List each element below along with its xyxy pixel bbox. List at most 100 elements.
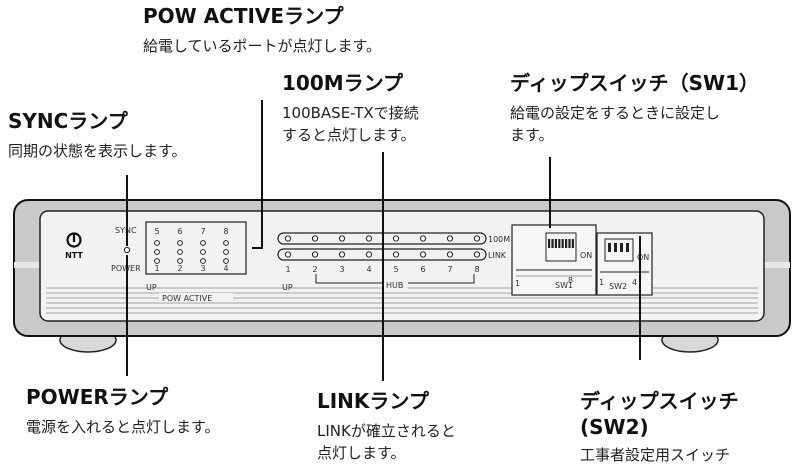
pow-port-number: 4 [223, 264, 228, 273]
m100-lamp [365, 235, 373, 242]
sw1-toggle [571, 239, 574, 248]
port-number: 8 [474, 265, 479, 274]
dip-switch-sw1: ON 1 SW1 8 [511, 224, 597, 296]
sw2-toggle [620, 243, 623, 252]
pow-active-callout: POW ACTIVEランプ 給電しているポートが点灯します。 [143, 3, 381, 57]
front-panel [39, 210, 765, 322]
sw1-toggle [565, 239, 568, 248]
dip1-callout: ディップスイッチ（SW1） 給電の設定をするときに設定し ます。 [510, 70, 759, 146]
port-up-label: UP [282, 283, 293, 292]
port-number: 6 [420, 265, 425, 274]
link-lamp [392, 251, 400, 258]
sw1-toggle [558, 239, 561, 248]
link-lamp [473, 251, 481, 258]
sync-label: SYNC [115, 226, 137, 235]
sw2-toggle [614, 243, 617, 252]
ntt-logo: NTT [65, 232, 83, 260]
pow-active-lamp [200, 240, 206, 246]
pow-active-lamp [177, 258, 183, 264]
sync-lamp [123, 246, 131, 254]
leader-lines [126, 100, 641, 381]
sw2-label: SW2 [609, 282, 627, 291]
dip1-desc-line2: ます。 [510, 126, 554, 144]
m100-lamp [338, 235, 346, 242]
pow-port-number: 8 [223, 227, 228, 236]
link-desc-line1: LINKが確立されると [317, 422, 456, 440]
pow-active-lamp [200, 258, 206, 264]
m100-callout: 100Mランプ 100BASE-TXで接続 すると点灯します。 [282, 70, 419, 146]
dip2-title-line2: (SW2) [580, 415, 649, 439]
dip1-title: ディップスイッチ（SW1） [510, 71, 759, 95]
power-callout: POWERランプ 電源を入れると点灯します。 [26, 384, 220, 438]
dip2-callout: ディップスイッチ (SW2) 工事者設定用スイッチ [580, 388, 739, 466]
pow-active-lamp [223, 249, 229, 255]
pow-active-lamp [154, 258, 160, 264]
sw1-end-num: 8 [568, 276, 573, 285]
m100-lamp [473, 235, 481, 242]
sw1-label: SW1 [555, 281, 573, 290]
dip1-desc-line1: 給電の設定をするときに設定し [510, 104, 721, 122]
logo-text: NTT [65, 251, 83, 260]
dip-switch-sw2: ON 1 SW2 4 [596, 232, 653, 296]
dip2-desc: 工事者設定用スイッチ [580, 446, 731, 464]
sync-title: SYNCランプ [8, 109, 128, 133]
link-desc-line2: 点灯します。 [317, 444, 406, 462]
link-lamp [446, 251, 454, 258]
port-number: 3 [339, 265, 344, 274]
link-lamp [365, 251, 373, 258]
pow-port-number: 1 [154, 264, 159, 273]
m100-title: 100Mランプ [282, 71, 404, 95]
sw2-end-num: 4 [632, 278, 637, 287]
link-lamp [284, 251, 292, 258]
port-number: 4 [366, 265, 371, 274]
pow-port-number: 2 [177, 264, 182, 273]
link-lamp [311, 251, 319, 258]
dip2-title-line1: ディップスイッチ [580, 389, 739, 413]
port-number: 5 [393, 265, 398, 274]
pow-active-lamp [154, 249, 160, 255]
pow-port-number: 6 [177, 227, 182, 236]
pow-active-title: POW ACTIVEランプ [143, 4, 344, 28]
m100-lamp [284, 235, 292, 242]
m100-lamp [446, 235, 454, 242]
link-title: LINKランプ [317, 389, 429, 413]
power-desc: 電源を入れると点灯します。 [26, 418, 220, 436]
m100-desc-line1: 100BASE-TXで接続 [282, 104, 419, 122]
sw2-start-num: 1 [599, 278, 604, 287]
sw1-on-label: ON [580, 251, 592, 260]
pow-active-desc: 給電しているポートが点灯します。 [143, 37, 382, 55]
pow-port-number: 3 [200, 264, 205, 273]
port-number: 2 [312, 265, 317, 274]
pow-active-lamp [177, 240, 183, 246]
m100-lamp [311, 235, 319, 242]
m100-lamp [419, 235, 427, 242]
port-number: 7 [447, 265, 452, 274]
pow-active-box [145, 221, 247, 275]
sync-desc: 同期の状態を表示します。 [8, 142, 187, 160]
pow-active-lamp [177, 249, 183, 255]
sw2-toggle [608, 243, 611, 252]
pow-active-lamp [223, 240, 229, 246]
sw2-on-label: ON [637, 253, 649, 262]
m100-desc-line2: すると点灯します。 [282, 126, 416, 144]
sw1-toggle [568, 239, 571, 248]
pow-active-lamp [223, 258, 229, 264]
link-callout: LINKランプ LINKが確立されると 点灯します。 [317, 388, 456, 464]
sync-callout: SYNCランプ 同期の状態を表示します。 [8, 108, 187, 162]
m100-label: 100M [488, 235, 510, 244]
sw1-toggle [551, 239, 554, 248]
link-lamp [419, 251, 427, 258]
hub-label: HUB [386, 281, 403, 290]
pow-up-label: UP [146, 283, 157, 292]
link-label: LINK [488, 251, 507, 260]
pow-active-lamp [154, 240, 160, 246]
power-title: POWERランプ [26, 385, 169, 409]
pow-port-number: 7 [200, 227, 205, 236]
port-number: 1 [285, 265, 290, 274]
sw2-toggle [626, 243, 629, 252]
pow-port-number: 5 [154, 227, 159, 236]
sw1-toggle [561, 239, 564, 248]
pow-active-lamp [200, 249, 206, 255]
sw1-toggle [554, 239, 557, 248]
